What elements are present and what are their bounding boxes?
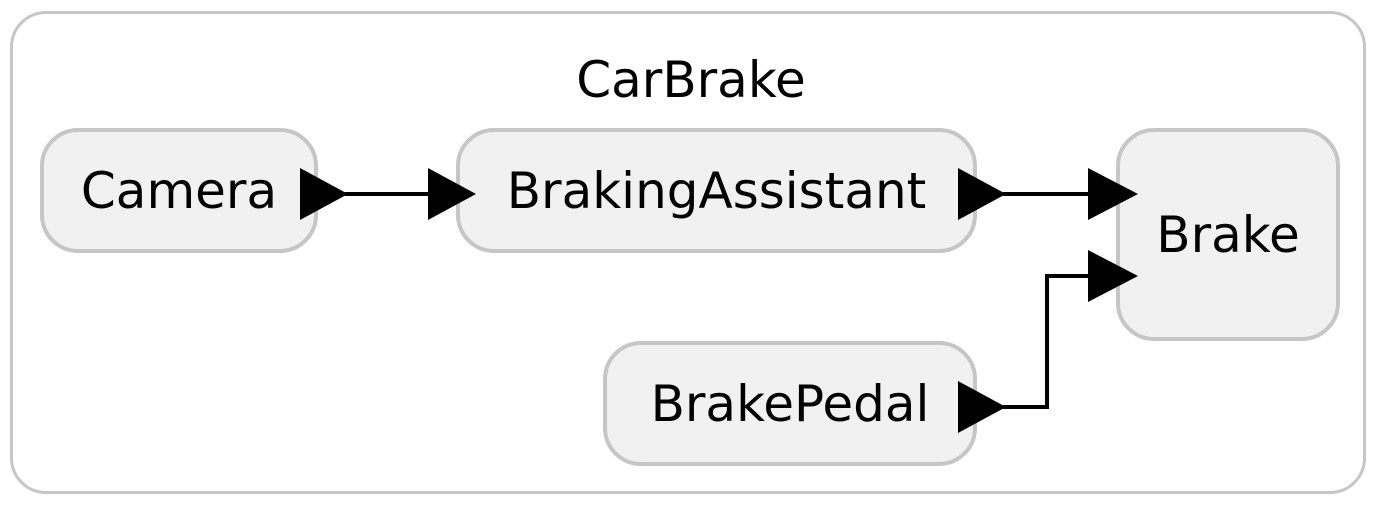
node-brake[interactable]: Brake <box>1116 128 1340 341</box>
node-braking-assistant[interactable]: BrakingAssistant <box>456 128 977 253</box>
node-camera-label: Camera <box>80 161 278 220</box>
container-title: CarBrake <box>576 51 806 109</box>
node-brake-pedal[interactable]: BrakePedal <box>603 341 977 466</box>
node-camera[interactable]: Camera <box>40 128 318 253</box>
node-braking-assistant-label: BrakingAssistant <box>506 161 927 220</box>
node-brake-pedal-label: BrakePedal <box>650 374 930 433</box>
node-brake-label: Brake <box>1156 205 1300 264</box>
